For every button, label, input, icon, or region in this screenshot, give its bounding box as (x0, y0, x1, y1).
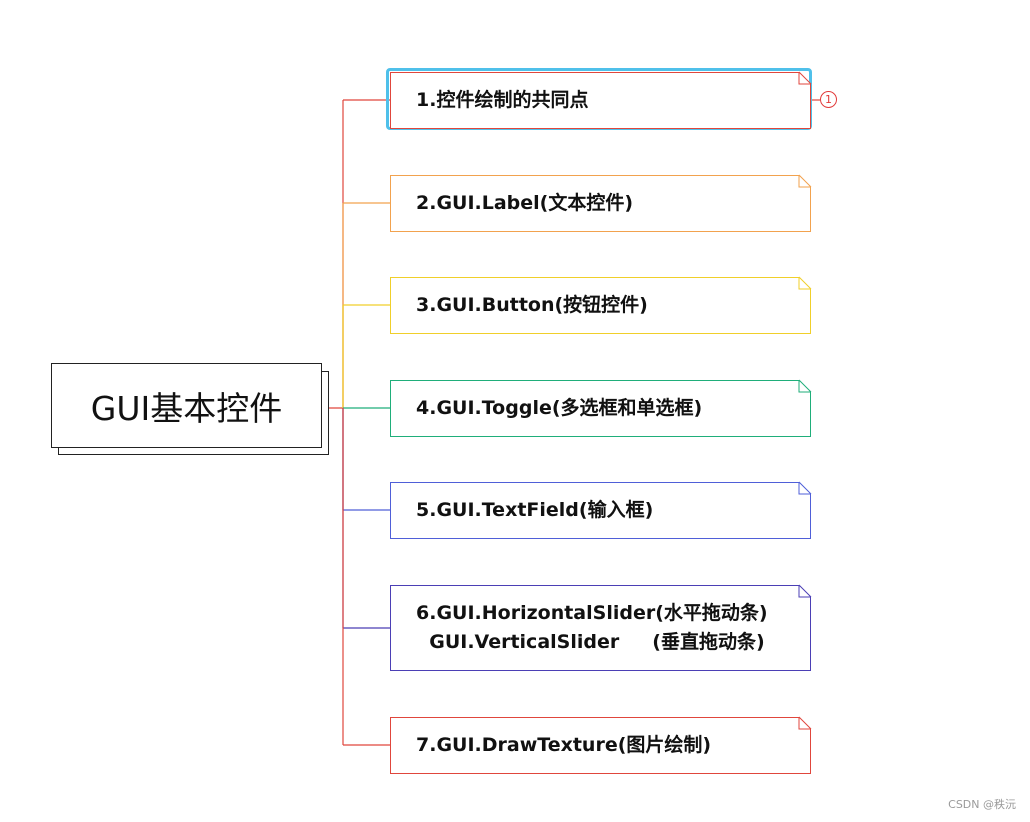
root-node-label: GUI基本控件 (90, 388, 283, 428)
watermark: CSDN @秩沅 (948, 798, 1016, 811)
child-node-7[interactable]: 7.GUI.DrawTexture(图片绘制) (390, 717, 811, 774)
child-node-2[interactable]: 2.GUI.Label(文本控件) (390, 175, 811, 232)
node-corner-fold-icon (798, 276, 812, 290)
node-corner-fold-icon (798, 379, 812, 393)
child-node-label: 6.GUI.HorizontalSlider(水平拖动条) (416, 602, 768, 624)
child-node-4[interactable]: 4.GUI.Toggle(多选框和单选框) (390, 380, 811, 437)
child-node-label: 3.GUI.Button(按钮控件) (416, 294, 648, 316)
child-node-1[interactable]: 1.控件绘制的共同点 (390, 72, 811, 129)
child-node-3[interactable]: 3.GUI.Button(按钮控件) (390, 277, 811, 334)
node-corner-fold-icon (798, 584, 812, 598)
child-node-label: 5.GUI.TextField(输入框) (416, 499, 654, 521)
node-corner-fold-icon (798, 716, 812, 730)
note-count-badge[interactable]: 1 (820, 91, 837, 108)
child-node-6[interactable]: 6.GUI.HorizontalSlider(水平拖动条) GUI.Vertic… (390, 585, 811, 671)
child-node-label: 4.GUI.Toggle(多选框和单选框) (416, 397, 703, 419)
node-corner-fold-icon (798, 174, 812, 188)
child-node-label: 7.GUI.DrawTexture(图片绘制) (416, 734, 712, 756)
node-corner-fold-icon (798, 481, 812, 495)
child-node-5[interactable]: 5.GUI.TextField(输入框) (390, 482, 811, 539)
child-node-label: 1.控件绘制的共同点 (416, 89, 589, 111)
child-node-label-line-2: GUI.VerticalSlider (垂直拖动条) (416, 631, 765, 653)
root-node[interactable]: GUI基本控件 (51, 363, 322, 448)
node-corner-fold-icon (798, 71, 812, 85)
child-node-label: 2.GUI.Label(文本控件) (416, 192, 634, 214)
